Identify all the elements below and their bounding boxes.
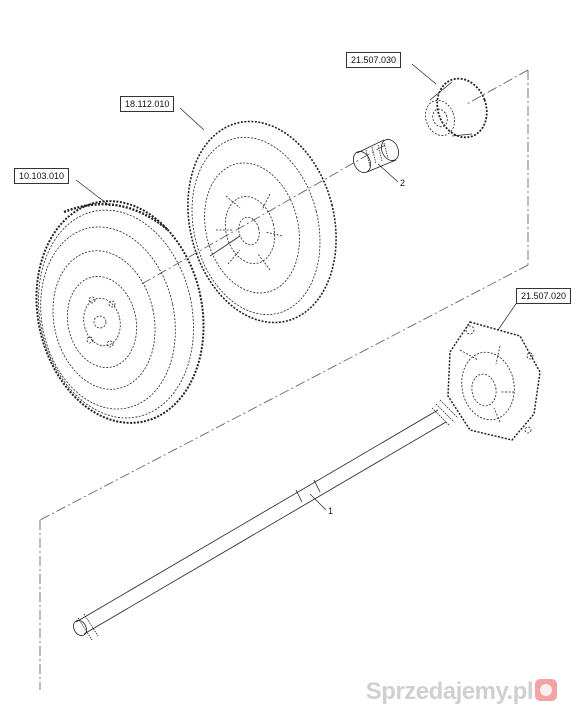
shaft-callout: 1 <box>328 506 334 516</box>
watermark: Sprzedajemy.pl <box>366 678 557 706</box>
gear-ref-label[interactable]: 21.507.030 <box>346 52 402 68</box>
flywheel[interactable] <box>17 185 224 438</box>
transmission-housing[interactable] <box>447 321 541 441</box>
leader-lines <box>75 63 521 511</box>
assembly-boundary <box>39 69 529 690</box>
sleeve-callout: 2 <box>400 178 406 188</box>
input-shaft[interactable] <box>71 399 459 641</box>
drive-gear[interactable] <box>421 72 495 145</box>
housing-ref-label[interactable]: 21.507.020 <box>516 288 572 304</box>
flywheel-ref-label[interactable]: 10.103.010 <box>14 168 70 184</box>
watermark-text: Sprzedajemy.pl <box>365 678 534 705</box>
watermark-badge-icon <box>535 678 557 701</box>
clutch-ref-label[interactable]: 18.112.010 <box>120 96 175 112</box>
splined-sleeve[interactable] <box>350 137 402 176</box>
clutch-assembly[interactable] <box>167 106 356 339</box>
